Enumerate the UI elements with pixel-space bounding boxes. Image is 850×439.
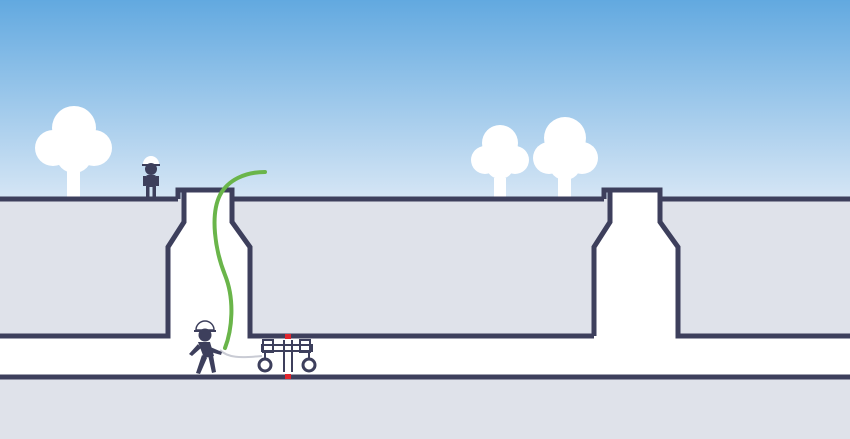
manhole-shaft — [594, 192, 678, 338]
sky — [0, 0, 850, 200]
tree-icon — [471, 125, 529, 198]
pipe-outline — [0, 187, 850, 380]
tree-icon — [35, 106, 112, 197]
robot-cable — [219, 349, 263, 359]
seal-marker-top — [285, 334, 291, 339]
seal-marker-bottom — [285, 374, 291, 379]
worker-pipe-icon — [189, 320, 222, 374]
main-pipe — [0, 338, 850, 375]
pipe-robot-icon — [257, 339, 317, 373]
tree-icon — [533, 117, 598, 198]
hose — [212, 170, 267, 350]
ground — [0, 198, 850, 439]
worker-surface-icon — [142, 156, 160, 197]
